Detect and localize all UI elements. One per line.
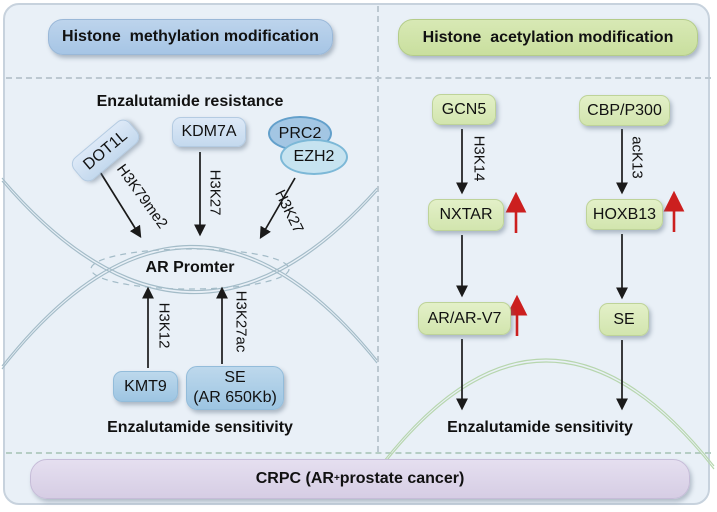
mark-h3k27ac: H3K27ac bbox=[232, 290, 250, 353]
node-kmt9: KMT9 bbox=[113, 371, 178, 402]
mark-h3k12: H3K12 bbox=[155, 302, 173, 349]
arrow-dot1l-to-promoter bbox=[96, 166, 142, 239]
vertical-dashed-divider bbox=[377, 6, 379, 452]
mark-ack13: acK13 bbox=[628, 136, 646, 179]
sensitivity-label-left: Enzalutamide sensitivity bbox=[107, 419, 293, 436]
node-se-line1: SE bbox=[224, 369, 246, 387]
node-ar-arv7: AR/AR-V7 bbox=[418, 302, 511, 335]
resistance-label: Enzalutamide resistance bbox=[96, 93, 284, 110]
node-se-line2: (AR 650Kb) bbox=[193, 389, 277, 406]
crpc-label-suffix: prostate cancer) bbox=[339, 470, 465, 487]
ar-promoter-label: AR Promter bbox=[145, 259, 235, 276]
membrane-arc-right bbox=[379, 358, 715, 470]
crpc-label-prefix: CRPC (AR bbox=[255, 470, 334, 487]
crpc-footer-bar: CRPC (AR+ prostate cancer) bbox=[30, 459, 690, 499]
node-hoxb13: HOXB13 bbox=[586, 199, 663, 230]
figure-background bbox=[3, 3, 710, 505]
node-cbp-p300: CBP/P300 bbox=[579, 95, 670, 126]
node-kdm7a: KDM7A bbox=[172, 117, 246, 147]
acetylation-panel-header: Histone acetylation modification bbox=[398, 19, 698, 56]
mark-h3k27-kdm7a: H3K27 bbox=[206, 169, 224, 216]
methylation-panel-header: Histone methylation modification bbox=[48, 19, 333, 55]
node-nxtar: NXTAR bbox=[428, 199, 504, 231]
mark-h3k14: H3K14 bbox=[470, 135, 488, 182]
node-se-ar650kb: SE (AR 650Kb) bbox=[186, 366, 284, 410]
node-ezh2: EZH2 bbox=[280, 139, 348, 175]
node-gcn5: GCN5 bbox=[432, 94, 496, 125]
arrow-ezh2-to-promoter bbox=[259, 177, 296, 240]
sensitivity-label-right: Enzalutamide sensitivity bbox=[447, 419, 633, 436]
chromatin-arcs-left bbox=[1, 177, 378, 370]
bottom-dashed-divider bbox=[6, 452, 711, 454]
top-dashed-divider bbox=[6, 77, 711, 79]
node-se-right: SE bbox=[599, 303, 649, 336]
